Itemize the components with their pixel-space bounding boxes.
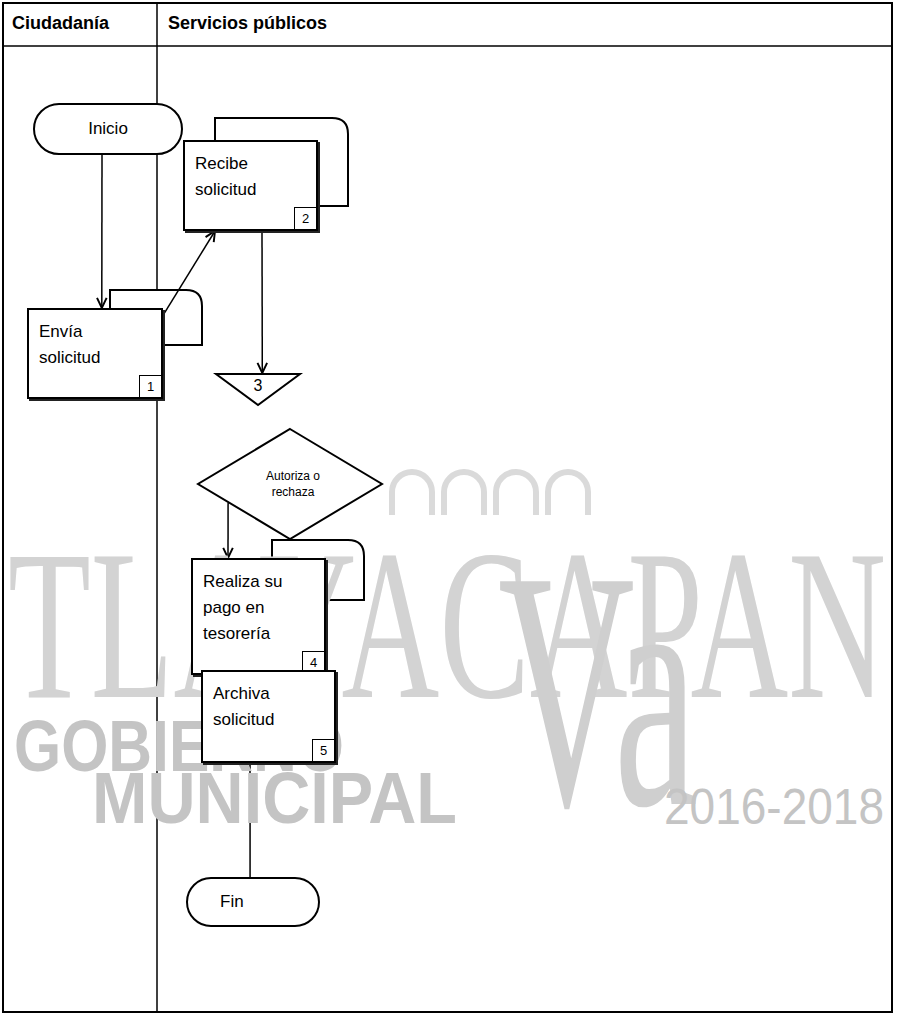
node-text: Autoriza o rechaza (251, 468, 335, 500)
diamond-shape (198, 429, 382, 539)
lane-header: Ciudadanía (12, 12, 109, 34)
connector (227, 503, 229, 558)
watermark-text: MUNICIPAL (92, 762, 457, 834)
connector (163, 231, 215, 315)
node-text: Recibe solicitud (195, 151, 282, 203)
arch (392, 472, 432, 515)
document-box: Recibe solicitud 2 (183, 140, 318, 231)
watermark-text: TLAYACAPAN (8, 517, 886, 732)
document-box: Envía solicitud 1 (27, 308, 163, 399)
arch (444, 472, 484, 515)
callout-number: 2 (294, 207, 316, 229)
node-text: Fin (220, 892, 244, 912)
callout-number: 3 (215, 373, 301, 395)
callout-number: 5 (312, 739, 334, 761)
decision-diamond: Autoriza o rechaza (197, 428, 383, 540)
connector (249, 763, 251, 877)
node-text: Archiva solicitud (213, 681, 300, 733)
line-layer (102, 155, 262, 877)
triangle-shape (216, 374, 300, 405)
watermark-years: 2016-2018 (664, 782, 884, 832)
node-text: Envía solicitud (39, 319, 127, 371)
table-border (3, 3, 892, 1012)
lane-header: Servicios públicos (168, 12, 327, 34)
connector (101, 155, 103, 308)
diamond-outline (197, 428, 383, 540)
arch (496, 472, 536, 515)
arch (548, 472, 588, 515)
node-text: Inicio (88, 119, 128, 139)
terminator: Fin (186, 877, 320, 927)
process-box: Archiva solicitud 5 (201, 670, 336, 763)
terminator: Inicio (33, 103, 183, 155)
archive-triangle: 3 (215, 373, 301, 406)
header-rule (3, 45, 892, 47)
watermark-arches (392, 472, 588, 515)
connector (261, 231, 263, 373)
callout-number: 1 (139, 375, 161, 397)
document-box: Realiza su pago en tesorería4 (191, 558, 326, 675)
node-text: Realiza su pago en tesorería (203, 569, 290, 647)
